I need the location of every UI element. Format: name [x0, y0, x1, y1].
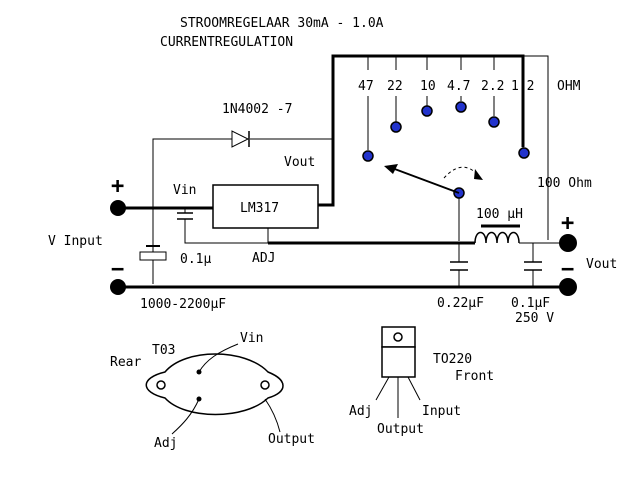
cap-voltage-label: 250 V: [515, 311, 554, 326]
diode-label: 1N4002 -7: [222, 102, 292, 117]
to3-mount-hole-left: [156, 380, 166, 390]
output-minus-terminal[interactable]: [559, 278, 577, 296]
wiper-arrow-head: [384, 164, 398, 174]
vout-wire: [318, 54, 525, 207]
to3-package-icon: [145, 353, 284, 416]
diode-wire: [152, 138, 333, 284]
contact-10: [421, 105, 433, 117]
to220-body-icon: [381, 346, 416, 378]
cap-small-label: 0.1µ: [180, 252, 211, 267]
cap-01-label: 0.1µF: [511, 296, 550, 311]
resistor-label-22: 22: [387, 79, 403, 94]
to3-mount-hole-right: [260, 380, 270, 390]
top-bus: [523, 55, 549, 240]
lm317-regulator: [212, 184, 319, 229]
resistor-unit-label: OHM: [557, 79, 581, 94]
to3-vin-label: Vin: [240, 331, 263, 346]
diode-icon: [231, 130, 250, 148]
to3-name-label: T03: [152, 343, 175, 358]
title-line1: STROOMREGELAAR 30mA - 1.0A: [180, 16, 384, 31]
resistor-label-4-7: 4.7: [447, 79, 470, 94]
contact-4-7: [455, 101, 467, 113]
vin-label: Vin: [173, 183, 196, 198]
to220-lead-adj: [375, 376, 390, 401]
to220-lead-input: [407, 376, 421, 401]
to220-adj-label: Adj: [349, 404, 372, 419]
contact-47: [362, 150, 374, 162]
to220-front-label: Front: [455, 369, 494, 384]
adj-label: ADJ: [252, 251, 275, 266]
rotation-arrow-head: [474, 169, 483, 180]
cap-small-wire: [184, 208, 268, 244]
rotation-indicator: [443, 166, 479, 179]
electrolytic-cap-icon: [139, 251, 167, 261]
to3-output-label: Output: [268, 432, 315, 447]
inductor-icon: [474, 231, 520, 244]
resistor-label-2-2: 2.2: [481, 79, 504, 94]
vout-right-label: Vout: [586, 257, 617, 272]
inductor-label: 100 µH: [476, 207, 523, 222]
output-plus-terminal[interactable]: [559, 234, 577, 252]
output-minus-sign: −: [561, 257, 574, 282]
to220-output-label: Output: [377, 422, 424, 437]
to220-name-label: TO220: [433, 352, 472, 367]
cap-022-label: 0.22µF: [437, 296, 484, 311]
vout-top-label: Vout: [284, 155, 315, 170]
output-plus-sign: +: [561, 211, 574, 236]
to220-mount-hole: [393, 332, 403, 342]
resistor-100-label: 100 Ohm: [537, 176, 592, 191]
regulator-label: LM317: [240, 201, 279, 216]
electrolytic-label: 1000-2200µF: [140, 297, 226, 312]
v-input-label: V Input: [48, 234, 103, 249]
to3-adj-leader: [171, 398, 200, 435]
input-plus-sign: +: [111, 174, 124, 199]
contact-22: [390, 121, 402, 133]
contact-2-2: [488, 116, 500, 128]
to220-input-label: Input: [422, 404, 461, 419]
to3-adj-label: Adj: [154, 436, 177, 451]
switch-wiper: [391, 167, 460, 194]
resistor-label-1-2: 1.2: [511, 79, 534, 94]
title-line2: CURRENTREGULATION: [160, 35, 293, 50]
contact-1-2: [518, 147, 530, 159]
resistor-taps: [367, 56, 524, 150]
to3-rear-label: Rear: [110, 355, 141, 370]
to3-vin-leader: [198, 343, 239, 373]
input-minus-sign: −: [111, 257, 124, 282]
to3-output-leader: [264, 398, 281, 433]
resistor-label-10: 10: [420, 79, 436, 94]
resistor-label-47: 47: [358, 79, 374, 94]
